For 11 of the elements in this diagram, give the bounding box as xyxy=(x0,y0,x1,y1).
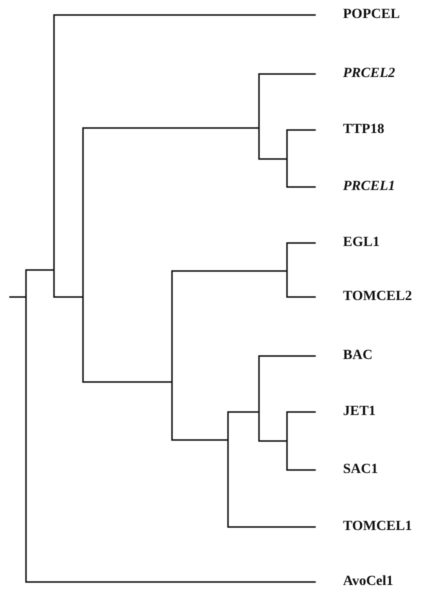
leaf-label: EGL1 xyxy=(343,235,380,251)
leaf-label: TOMCEL1 xyxy=(343,519,412,535)
leaf-label: SAC1 xyxy=(343,462,378,478)
leaf-label: TOMCEL2 xyxy=(343,289,412,305)
leaf-label: TTP18 xyxy=(343,122,384,138)
leaf-label: POPCEL xyxy=(343,7,400,23)
leaf-label: BAC xyxy=(343,348,373,364)
leaf-label: PRCEL2 xyxy=(343,66,396,82)
leaf-label: JET1 xyxy=(343,404,376,420)
leaf-label: PRCEL1 xyxy=(343,179,396,195)
leaf-label: AvoCel1 xyxy=(343,574,394,590)
